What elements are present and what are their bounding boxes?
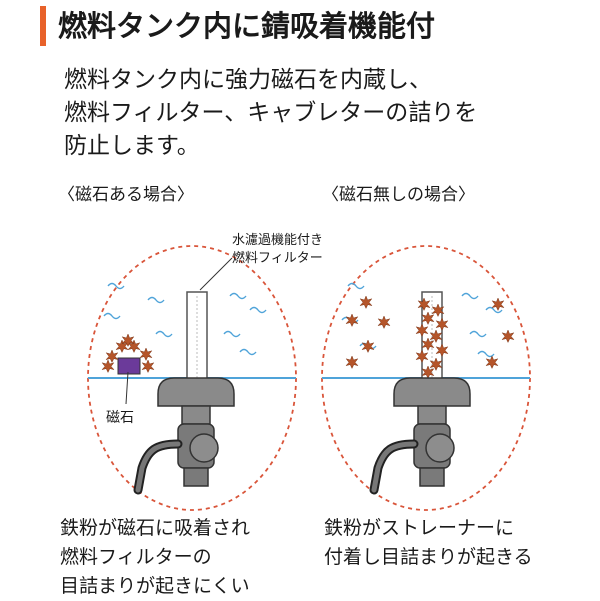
magnet-label: 磁石 <box>106 410 134 426</box>
filter-callout-line <box>199 257 233 291</box>
intro-line: 燃料フィルター、キャブレターの詰りを <box>64 100 478 126</box>
left-fuel-fitting <box>138 378 234 490</box>
intro-line: 燃料タンク内に強力磁石を内蔵し、 <box>64 67 432 93</box>
intro-line: 防止します。 <box>64 133 200 159</box>
magnet-block <box>117 357 141 375</box>
left-caption: 鉄粉が磁石に吸着され 燃料フィルターの 目詰まりが起きにくい <box>60 514 250 601</box>
right-panel <box>321 245 531 511</box>
page-title: 燃料タンク内に錆吸着機能付 <box>58 9 436 43</box>
right-caption: 鉄粉がストレーナーに 付着し目詰まりが起きる <box>324 514 533 572</box>
intro-text: 燃料タンク内に強力磁石を内蔵し、 燃料フィルター、キャブレターの詰りを 防止しま… <box>64 64 477 163</box>
right-case-label: 〈磁石無しの場合〉 <box>322 185 475 205</box>
right-fuel-fitting <box>374 378 470 490</box>
left-panel: 磁石 水濾過機能付き 燃料フィルター <box>87 233 323 511</box>
left-filter <box>186 291 208 387</box>
left-caption-line: 鉄粉が磁石に吸着され <box>60 517 251 539</box>
left-case-label: 〈磁石ある場合〉 <box>58 185 194 205</box>
magnet-callout-line <box>125 371 129 405</box>
right-caption-line: 付着し目詰まりが起きる <box>324 546 533 568</box>
filter-callout-line2: 燃料フィルター <box>232 250 323 266</box>
right-caption-line: 鉄粉がストレーナーに <box>324 517 515 539</box>
title-accent-bar <box>40 6 46 46</box>
filter-callout-line1: 水濾過機能付き <box>232 233 323 248</box>
left-caption-line: 目詰まりが起きにくい <box>60 575 250 597</box>
left-caption-line: 燃料フィルターの <box>60 546 212 568</box>
